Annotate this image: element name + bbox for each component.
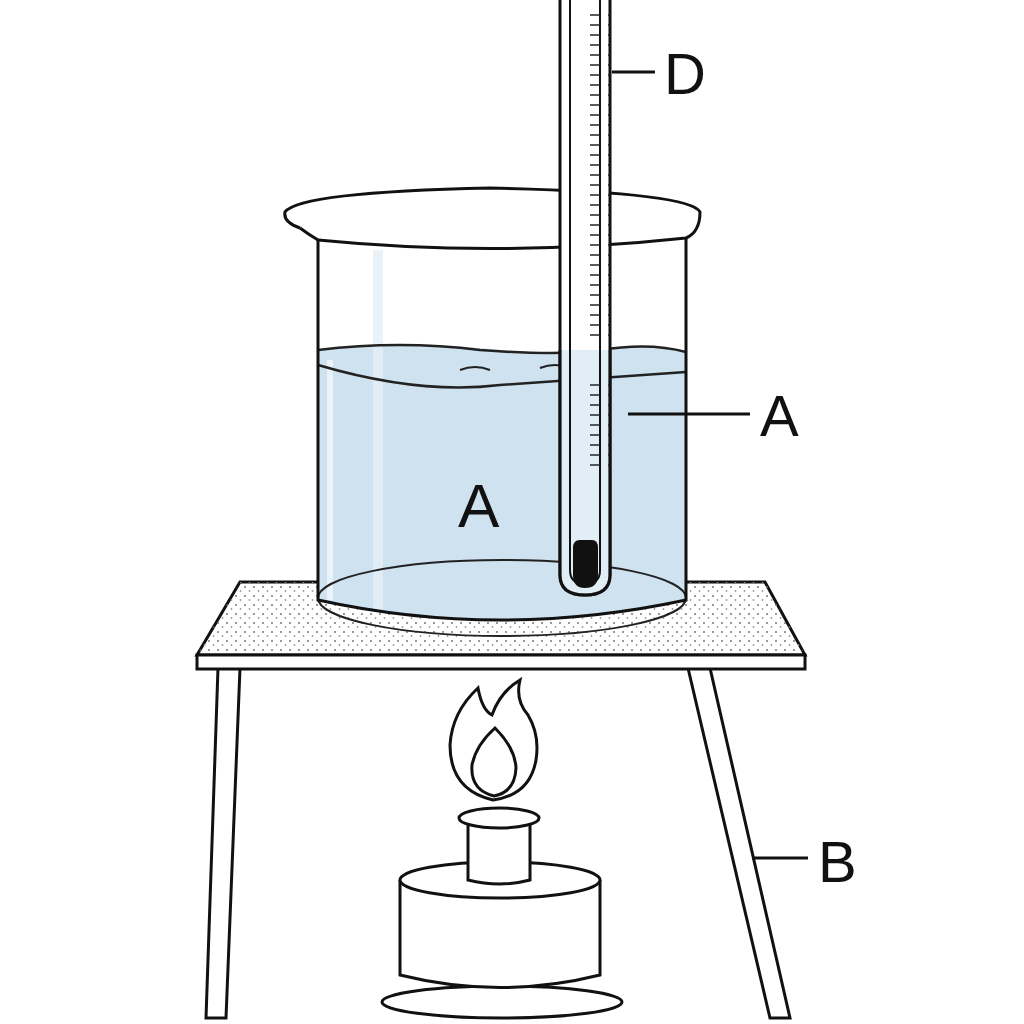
leader-line xyxy=(752,857,808,860)
part-label: D xyxy=(664,45,706,103)
tripod-stand xyxy=(206,668,790,1018)
part-label: A xyxy=(760,387,799,445)
spirit-lamp xyxy=(382,680,622,1018)
part-label: A xyxy=(458,475,499,537)
thermometer xyxy=(560,0,750,595)
part-label: B xyxy=(818,833,857,891)
beaker xyxy=(285,188,700,636)
